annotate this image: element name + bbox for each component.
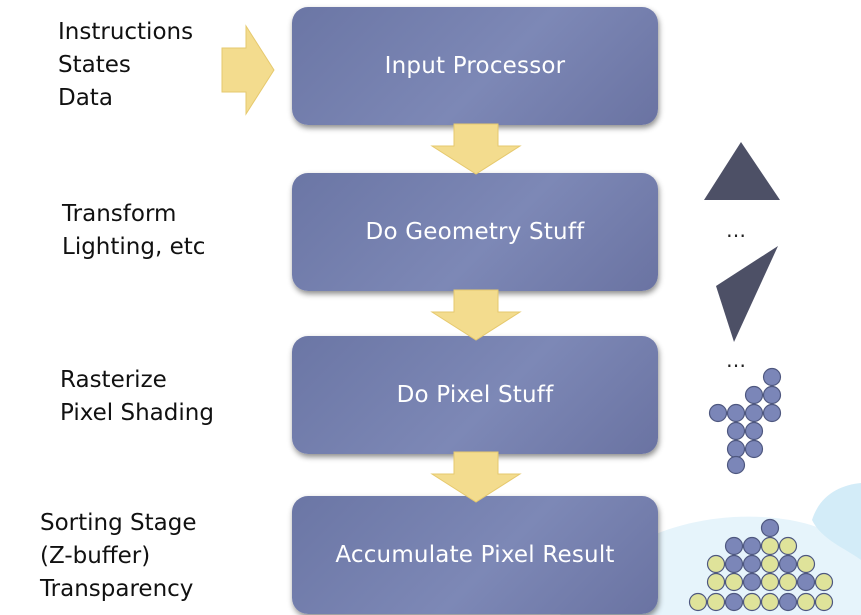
accumulated-dot — [724, 536, 744, 556]
pixel-dot — [726, 455, 746, 475]
accumulate-notes: Sorting Stage (Z-buffer) Transparency — [40, 507, 197, 606]
stage-accumulate: Accumulate Pixel Result — [292, 496, 658, 614]
stage-pixel: Do Pixel Stuff — [292, 336, 658, 454]
pixel-notes: Rasterize Pixel Shading — [60, 364, 214, 430]
pixel-dot — [744, 439, 764, 459]
triangle-icon — [704, 142, 780, 200]
accumulated-dot — [742, 572, 762, 592]
ellipsis-pixel: … — [726, 348, 747, 372]
pixel-dot — [762, 385, 782, 405]
note-instructions: Instructions — [58, 19, 194, 45]
geometry-notes: Transform Lighting, etc — [62, 198, 205, 264]
down-arrow-icon — [430, 289, 522, 341]
stage-geometry: Do Geometry Stuff — [292, 173, 658, 291]
accumulated-dot — [814, 572, 834, 592]
note-z-buffer: (Z-buffer) — [40, 543, 151, 569]
pixel-dot — [762, 367, 782, 387]
pixel-dot — [708, 403, 728, 423]
accumulated-dot — [760, 592, 780, 612]
note-transform: Transform — [62, 201, 177, 227]
accumulated-dot — [724, 554, 744, 574]
accumulated-dot — [778, 554, 798, 574]
accumulated-dot — [778, 572, 798, 592]
accumulated-dot — [742, 592, 762, 612]
accumulated-dot — [814, 592, 834, 612]
fragment-dots — [708, 367, 782, 475]
accumulated-dot — [724, 572, 744, 592]
pixel-dot — [726, 421, 746, 441]
input-arrow-icon — [221, 24, 275, 116]
accumulated-dot — [778, 536, 798, 556]
accumulated-dot — [724, 592, 744, 612]
accumulated-dot — [760, 536, 780, 556]
accumulated-dot — [796, 592, 816, 612]
note-sorting-stage: Sorting Stage — [40, 510, 197, 536]
accumulated-dot — [760, 572, 780, 592]
note-lighting: Lighting, etc — [62, 234, 206, 260]
note-rasterize: Rasterize — [60, 367, 167, 393]
accumulated-dot — [778, 592, 798, 612]
accumulated-dot — [742, 554, 762, 574]
accumulated-dot — [760, 518, 780, 538]
triangle-icon — [716, 246, 778, 342]
accumulated-dot — [706, 554, 726, 574]
stage-label: Input Processor — [384, 53, 566, 79]
input-notes: Instructions States Data — [58, 16, 193, 115]
pixel-dot — [744, 385, 764, 405]
accumulated-dots — [688, 518, 834, 612]
note-data: Data — [58, 85, 113, 111]
pixel-dot — [744, 421, 764, 441]
stage-label: Accumulate Pixel Result — [335, 542, 615, 568]
down-arrow-icon — [430, 123, 522, 175]
note-states: States — [58, 52, 131, 78]
stage-label: Do Geometry Stuff — [365, 219, 585, 245]
accumulated-dot — [706, 592, 726, 612]
pixel-dot — [744, 403, 764, 423]
pixel-dot — [726, 403, 746, 423]
stage-input-processor: Input Processor — [292, 7, 658, 125]
accumulated-dot — [742, 536, 762, 556]
stage-label: Do Pixel Stuff — [396, 382, 554, 408]
note-transparency: Transparency — [40, 576, 194, 602]
ellipsis-geometry: … — [726, 218, 747, 242]
pixel-dot — [726, 439, 746, 459]
accumulated-dot — [796, 554, 816, 574]
accumulated-dot — [760, 554, 780, 574]
accumulated-dot — [706, 572, 726, 592]
note-pixel-shading: Pixel Shading — [60, 400, 214, 426]
accumulated-dot — [796, 572, 816, 592]
down-arrow-icon — [430, 451, 522, 503]
pixel-dot — [762, 403, 782, 423]
accumulated-dot — [688, 592, 708, 612]
